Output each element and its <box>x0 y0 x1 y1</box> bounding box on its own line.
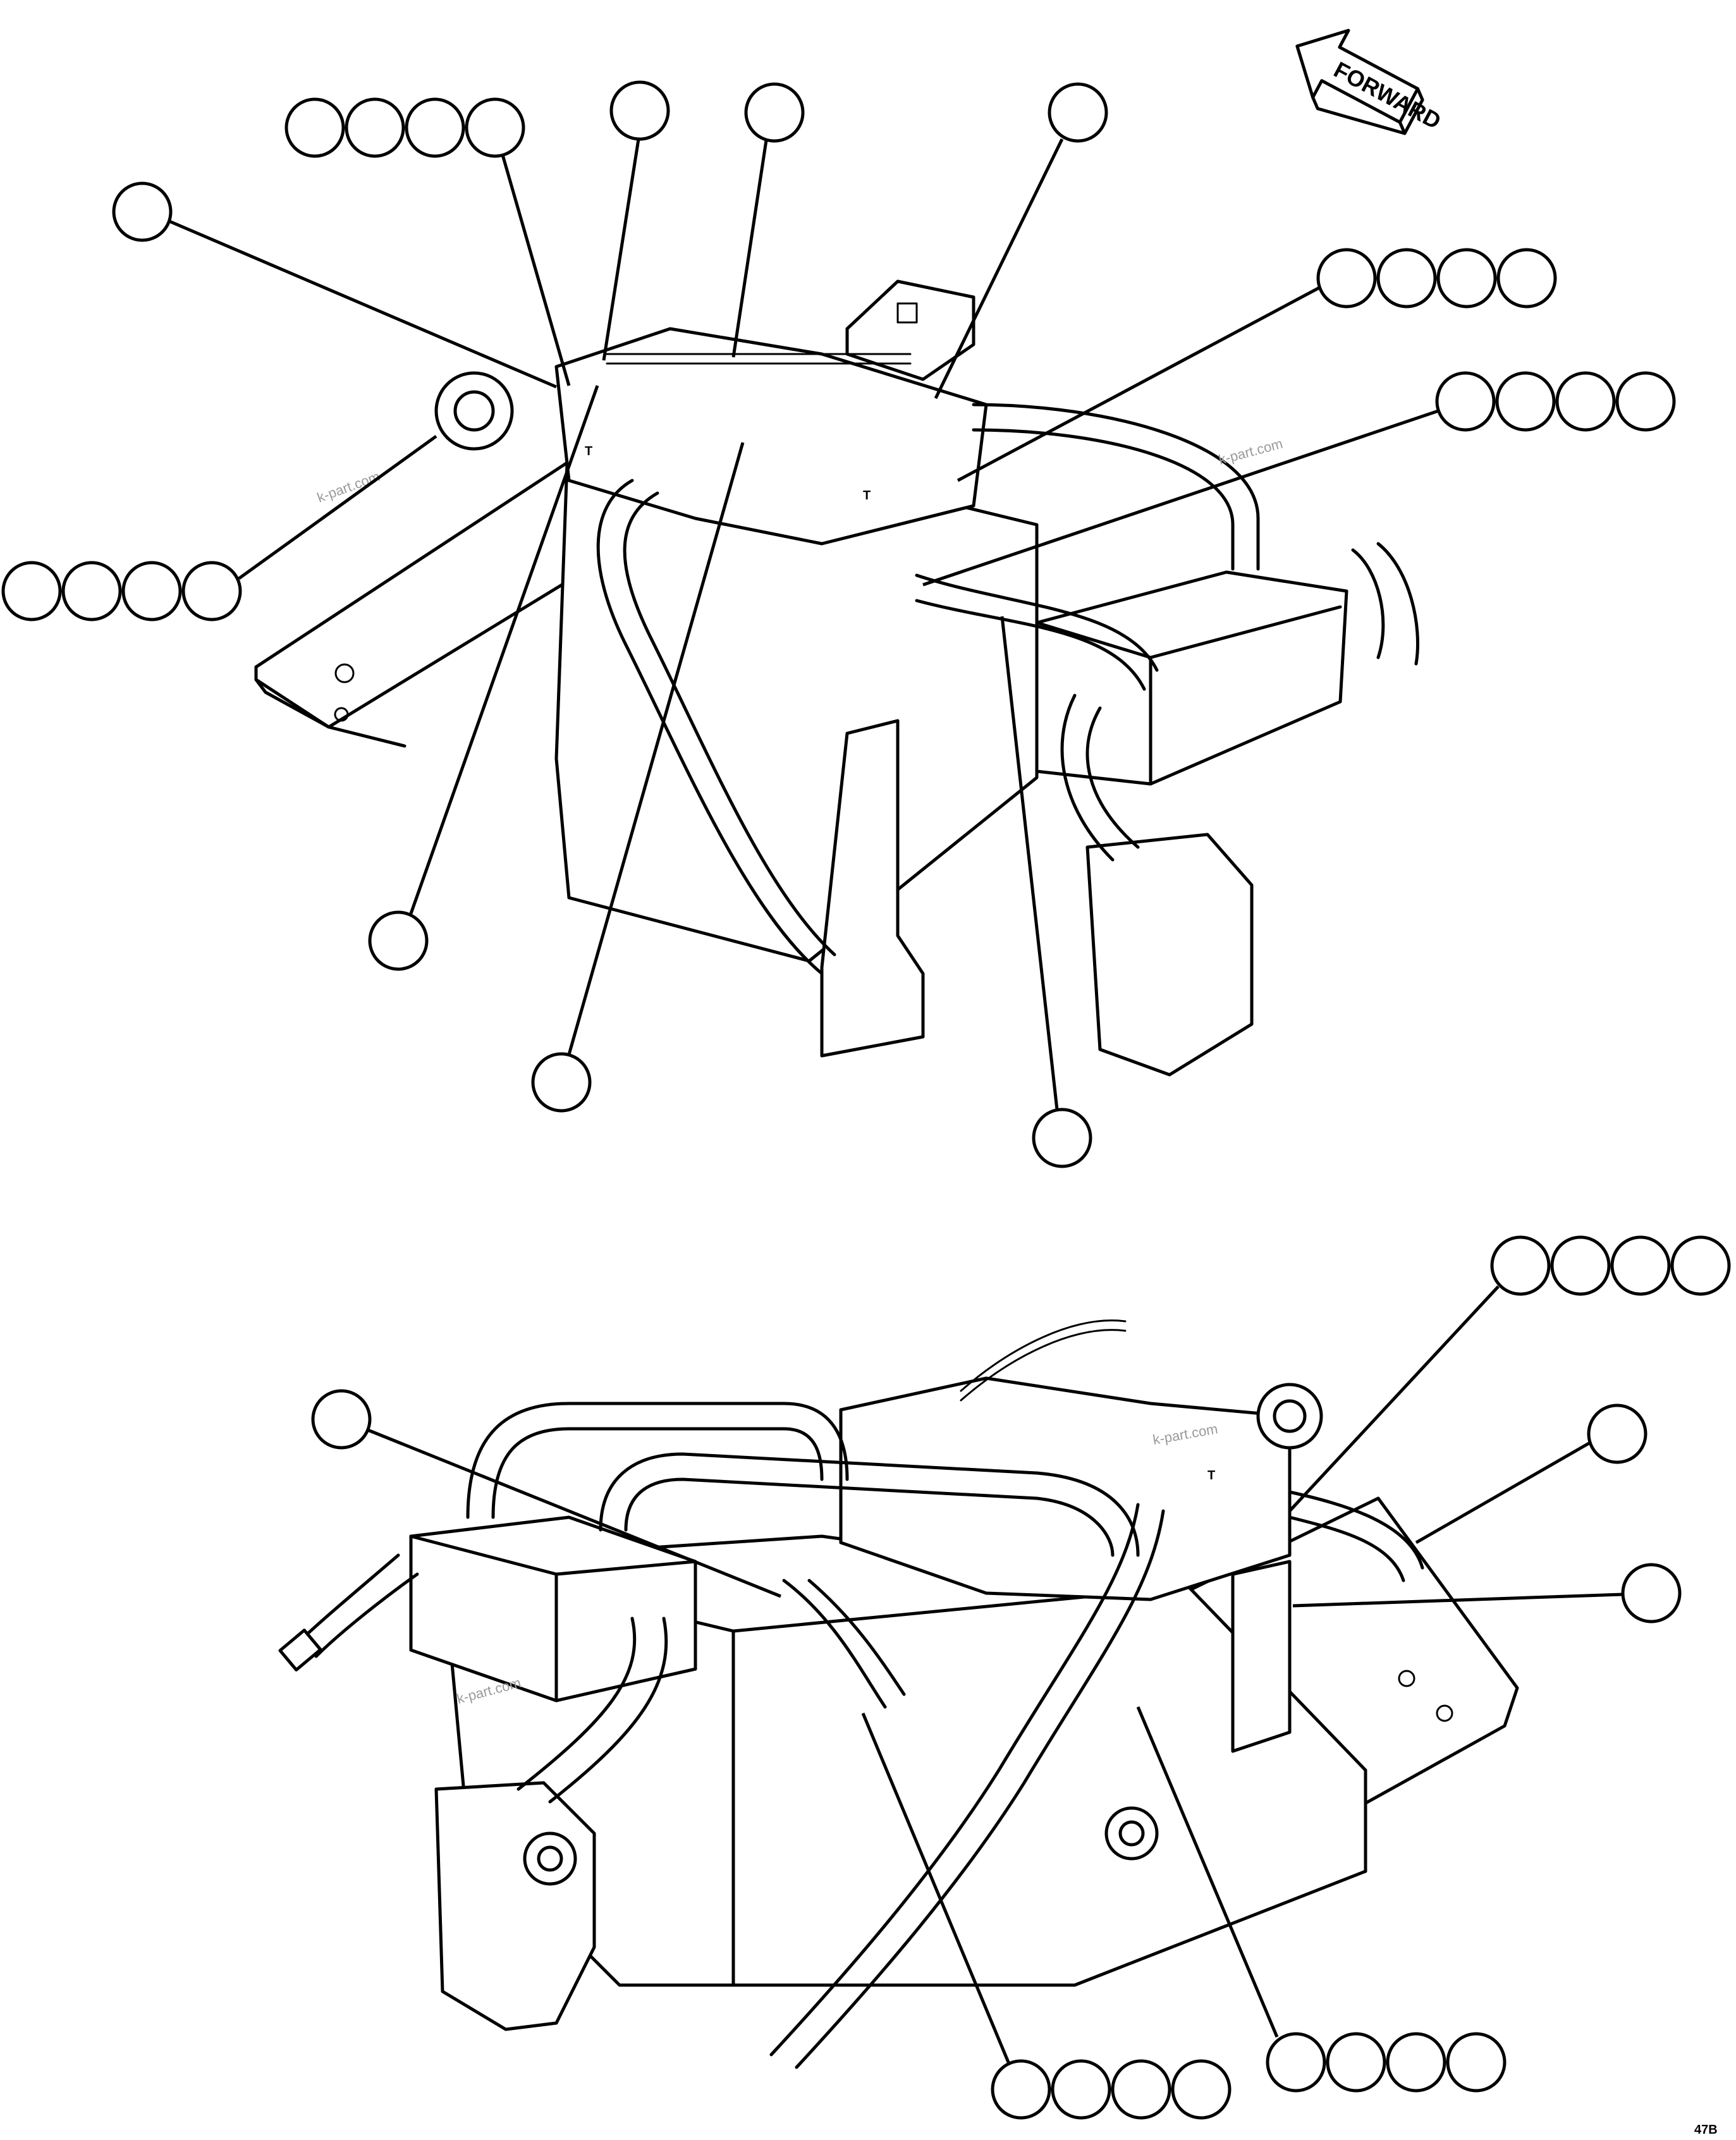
top-callouts <box>1 80 1676 1168</box>
top-decal-b: T <box>863 489 871 503</box>
top-valve-block <box>1035 570 1348 786</box>
top-drain-hose <box>1351 548 1385 659</box>
top-hose-4 <box>1060 694 1115 862</box>
top-decal-a: T <box>585 444 592 458</box>
callout-b6 <box>1136 1706 1507 2093</box>
callout-b4 <box>1292 1563 1682 1623</box>
sheet-code: 47B <box>1694 2123 1718 2137</box>
watermark-2: k-part.com <box>1217 436 1285 468</box>
top-front-pump <box>1085 833 1254 1077</box>
callout-t5 <box>112 181 557 389</box>
callout-t3 <box>731 82 805 358</box>
bottom-hose-2 <box>599 1452 1140 1557</box>
callout-b3 <box>1415 1403 1647 1544</box>
bottom-hose-3 <box>782 1579 887 1709</box>
bottom-flange-1 <box>1104 1806 1159 1861</box>
callout-b2 <box>311 1389 781 1598</box>
callout-t11 <box>1000 616 1092 1168</box>
bottom-callouts <box>311 1235 1731 2120</box>
bottom-hose-5 <box>517 1617 637 1791</box>
bottom-flange-2 <box>1256 1383 1323 1450</box>
bottom-control-head <box>839 1376 1292 1601</box>
callout-t7 <box>922 371 1676 587</box>
bottom-decal-a: T <box>1207 1469 1215 1483</box>
callout-t8 <box>1 434 437 621</box>
bottom-hose-1 <box>466 1402 849 1519</box>
callout-t4 <box>934 82 1108 400</box>
bottom-assembly: T k-part.com k-part.com <box>278 1319 1519 2069</box>
top-hose-3 <box>972 403 1260 571</box>
top-assembly: T T k-part.com k-part.com <box>254 279 1419 1077</box>
callout-t2 <box>602 80 670 361</box>
callout-t6 <box>957 248 1557 482</box>
bottom-front-pump <box>434 1781 596 2031</box>
top-hose-2 <box>915 573 1159 672</box>
top-control-head <box>554 327 988 546</box>
bottom-valve-block <box>409 1515 697 1703</box>
top-hose-1 <box>596 479 824 975</box>
top-left-flange <box>434 371 514 451</box>
bottom-hose-4 <box>769 1503 1140 2057</box>
callout-b1 <box>1288 1235 1731 1512</box>
callout-b5 <box>861 1713 1232 2120</box>
callout-t1 <box>284 97 571 386</box>
callout-t10 <box>531 442 745 1113</box>
forward-arrow-icon: FORWARD <box>1295 28 1445 135</box>
callout-t9 <box>368 385 599 971</box>
